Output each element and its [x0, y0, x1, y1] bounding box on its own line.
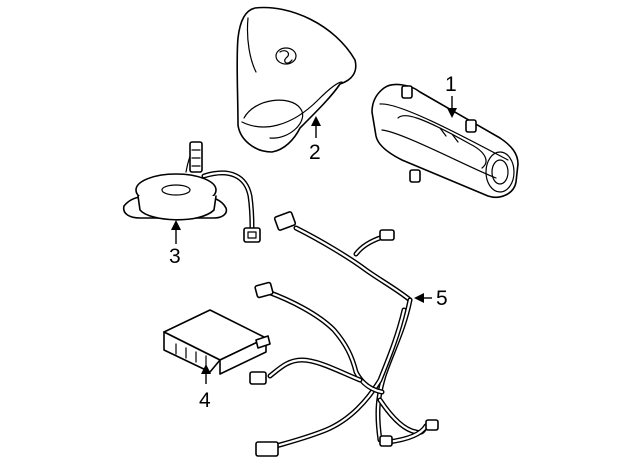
steering-wheel-airbag-cover — [236, 6, 357, 153]
callout-2: 2 — [309, 141, 321, 164]
callout-5: 5 — [436, 287, 448, 310]
callout-3: 3 — [169, 245, 181, 268]
callout-4: 4 — [199, 389, 211, 412]
wiring-harness — [249, 211, 439, 457]
passenger-airbag-module — [371, 83, 519, 198]
leader-lines — [171, 96, 457, 384]
callout-1: 1 — [445, 73, 457, 96]
airbag-control-module — [163, 309, 271, 375]
clock-spring — [122, 141, 261, 243]
